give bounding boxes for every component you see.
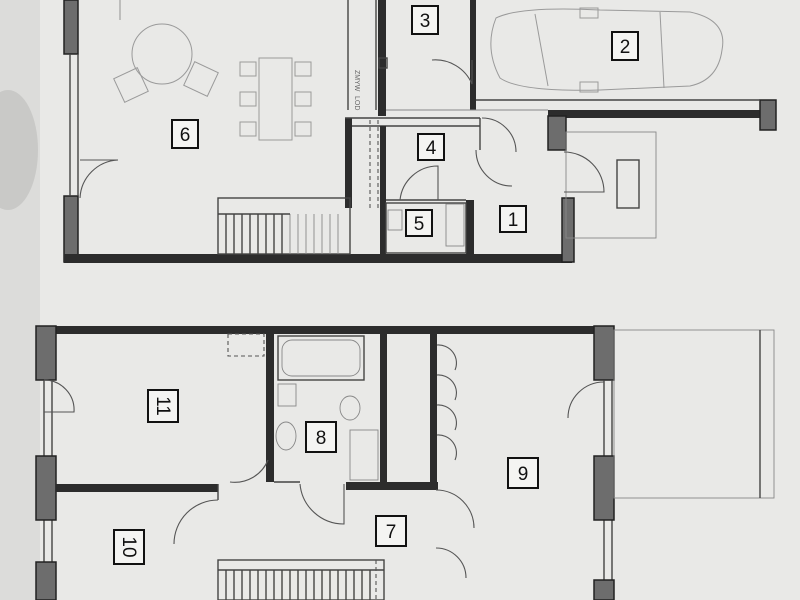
svg-text:7: 7	[386, 522, 397, 543]
label-zmyw: ZMYW	[353, 70, 360, 92]
room-label-7: 7	[375, 515, 407, 547]
room-label-10: 10	[113, 529, 145, 565]
room-label-9: 9	[507, 457, 539, 489]
svg-text:2: 2	[620, 37, 631, 58]
svg-text:11: 11	[152, 396, 173, 416]
svg-text:8: 8	[316, 428, 327, 449]
lower-floor-plan	[35, 325, 775, 600]
svg-text:10: 10	[118, 536, 139, 557]
upper-floor-plan: ZMYW LOD	[63, 0, 777, 263]
room-label-1: 1	[499, 205, 527, 233]
svg-text:3: 3	[420, 11, 431, 32]
room-label-3: 3	[411, 5, 439, 35]
svg-text:4: 4	[426, 138, 437, 159]
room-label-6: 6	[171, 119, 199, 149]
room-label-2: 2	[611, 31, 639, 61]
svg-text:1: 1	[508, 210, 519, 231]
svg-text:5: 5	[414, 214, 425, 235]
room-label-4: 4	[417, 133, 445, 161]
room-label-5: 5	[405, 209, 433, 237]
room-labels: 1 2 3 4 5 6 7 8	[113, 5, 639, 565]
car-icon	[490, 7, 724, 93]
svg-text:6: 6	[180, 125, 191, 146]
room-label-11: 11	[147, 389, 179, 423]
room-label-8: 8	[305, 421, 337, 453]
svg-text:9: 9	[518, 464, 529, 485]
label-lod: LOD	[353, 96, 360, 110]
